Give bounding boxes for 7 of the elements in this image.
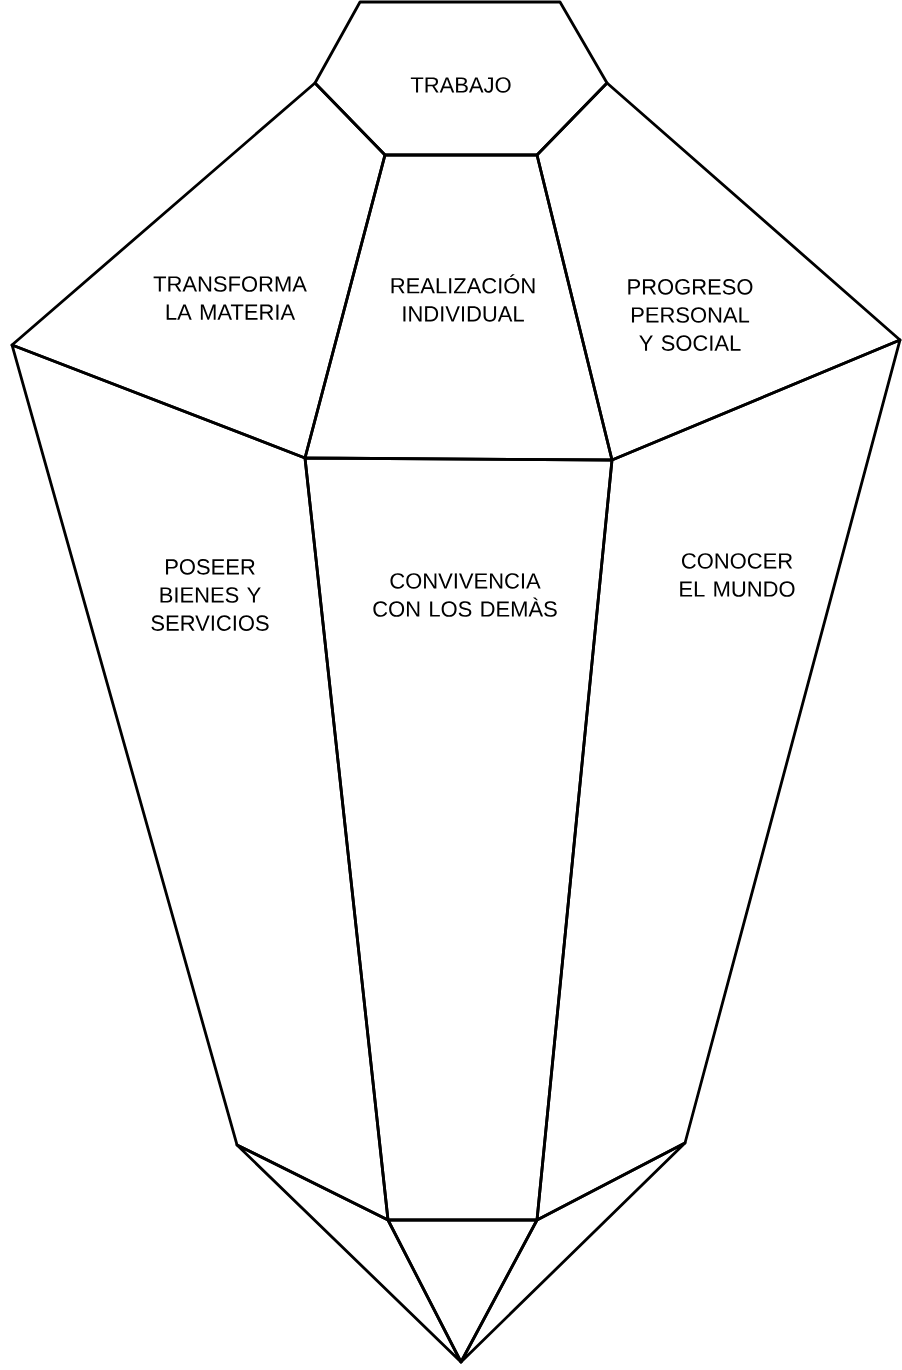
gem-facet: TRANSFORMA LA MATERIA bbox=[10, 81, 387, 460]
gem-facet: CONVIVENCIA CON LOS DEMÀS bbox=[303, 456, 614, 1222]
triangle-facet bbox=[386, 1218, 539, 1364]
triangle-facet bbox=[459, 1141, 687, 1364]
triangle-facet bbox=[235, 1143, 463, 1364]
gem-facet: PROGRESO PERSONAL Y SOCIAL bbox=[535, 81, 902, 462]
gem-facet: TRABAJO bbox=[313, 0, 609, 157]
